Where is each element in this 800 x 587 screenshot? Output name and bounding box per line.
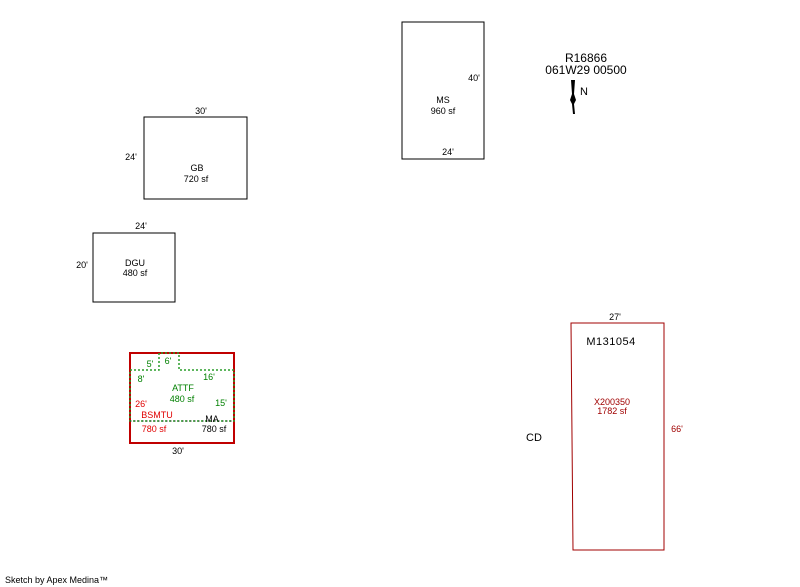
gb-area: 720 sf [184,174,209,184]
north-arrow-icon [570,80,576,114]
gb-outline [143,116,248,200]
gb-depth: 24' [125,152,137,162]
dgu-width: 24' [135,221,147,231]
ms-outline [401,21,485,160]
ms-width: 24' [442,147,454,157]
dgu-label: DGU [125,258,145,268]
footer-credit: Sketch by Apex Medina™ [5,575,109,585]
building-ms: 40' MS 960 sf 24' [401,21,485,160]
dim-8: 8' [138,374,145,384]
main-width: 30' [172,446,184,456]
ms-label: MS [436,95,450,105]
north-label: N [580,86,588,98]
ms-depth: 40' [468,73,480,83]
dgu-depth: 20' [76,260,88,270]
attf-area: 480 sf [170,394,195,404]
condo-outline [570,322,665,551]
bsmtu-area: 780 sf [142,424,167,434]
main-depth: 26' [135,399,147,409]
gb-width: 30' [195,106,207,116]
dim-6: 6' [165,356,172,366]
ma-label: MA [205,414,219,424]
condo-area: 1782 sf [597,406,627,416]
condo-depth: 66' [671,424,683,434]
parcel-header: R16866 061W29 00500 N [545,51,627,114]
cd-label: CD [526,432,542,444]
dim-16: 16' [203,372,215,382]
ma-area: 780 sf [202,424,227,434]
ms-area: 960 sf [431,106,456,116]
condo-width: 27' [609,312,621,322]
parcel-map-number: 061W29 00500 [545,63,627,77]
building-condo: 27' M131054 X200350 1782 sf 66' CD [526,312,683,551]
bsmtu-label: BSMTU [141,410,173,420]
building-gb: 30' 24' GB 720 sf [125,106,248,200]
dim-5: 5' [147,359,154,369]
dim-15: 15' [215,398,227,408]
building-dgu: 24' 20' DGU 480 sf [76,221,176,303]
parcel-id: R16866 [565,51,607,65]
building-main: 5' 6' 8' 16' ATTF 480 sf 15' 26' BSMTU M… [129,352,235,456]
gb-label: GB [190,163,203,173]
condo-label: M131054 [586,336,635,348]
dgu-outline [92,232,176,303]
dgu-area: 480 sf [123,268,148,278]
condo-sub-label: X200350 [594,397,630,407]
attf-label: ATTF [172,383,194,393]
